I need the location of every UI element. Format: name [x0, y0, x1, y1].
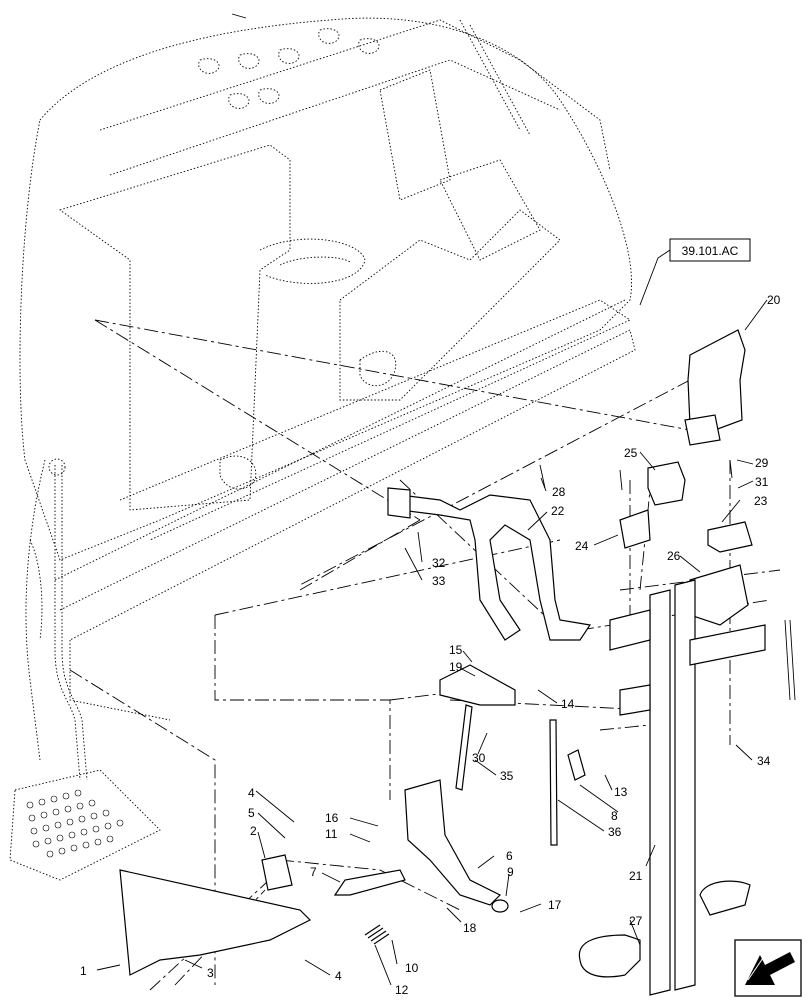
support-19: [439, 664, 516, 706]
callout-17[interactable]: 17: [548, 898, 562, 912]
callout-10[interactable]: 10: [405, 961, 419, 975]
callout-15[interactable]: 15: [449, 643, 463, 657]
callout-28[interactable]: 28: [552, 485, 566, 499]
callout-25[interactable]: 25: [624, 446, 638, 460]
callouts: 1 2 3 4 4 5 6 7 8 9 10 11 12 13 14 15 16…: [80, 293, 781, 997]
spring-12: [364, 924, 390, 945]
callout-21[interactable]: 21: [629, 869, 643, 883]
gas-spring-36: [549, 719, 558, 846]
callout-12[interactable]: 12: [395, 983, 409, 997]
reference-box[interactable]: 39.101.AC: [639, 238, 751, 306]
machine-frame: [9, 17, 636, 881]
callout-2[interactable]: 2: [250, 824, 257, 838]
callout-18[interactable]: 18: [463, 921, 477, 935]
handle-7: [333, 869, 406, 896]
view-direction-arrow-icon: [734, 939, 802, 997]
callout-6[interactable]: 6: [506, 849, 513, 863]
callout-26[interactable]: 26: [667, 549, 681, 563]
callout-8[interactable]: 8: [611, 809, 618, 823]
callout-5[interactable]: 5: [248, 806, 255, 820]
clamp-25: [647, 461, 686, 506]
callout-27[interactable]: 27: [629, 914, 643, 928]
callout-19[interactable]: 19: [449, 660, 463, 674]
bracket-20: [687, 329, 746, 431]
reference-label: 39.101.AC: [682, 244, 739, 258]
ladder-rail-21a: [649, 589, 671, 996]
callout-14[interactable]: 14: [561, 697, 575, 711]
callout-1[interactable]: 1: [80, 964, 87, 978]
callout-4b[interactable]: 4: [335, 969, 342, 983]
leaders: [96, 299, 768, 986]
callout-16[interactable]: 16: [325, 811, 339, 825]
callout-31[interactable]: 31: [755, 475, 769, 489]
callout-9[interactable]: 9: [507, 865, 514, 879]
parts: [119, 13, 796, 996]
callout-32[interactable]: 32: [432, 556, 446, 570]
callout-24[interactable]: 24: [575, 539, 589, 553]
box-26: [689, 564, 749, 626]
callout-35[interactable]: 35: [500, 769, 514, 783]
callout-33[interactable]: 33: [432, 574, 446, 588]
step-rung-27: [578, 934, 641, 978]
callout-3[interactable]: 3: [207, 966, 214, 980]
hinge-bracket-6: [404, 779, 502, 906]
callout-30[interactable]: 30: [472, 751, 486, 765]
callout-13[interactable]: 13: [614, 785, 628, 799]
callout-4a[interactable]: 4: [248, 786, 255, 800]
latch-plate-2: [261, 854, 293, 891]
latch-8: [567, 749, 586, 781]
callout-11[interactable]: 11: [325, 827, 338, 841]
callout-34[interactable]: 34: [757, 754, 771, 768]
callout-20[interactable]: 20: [767, 293, 781, 307]
ladder-rail-21b: [674, 579, 696, 991]
callout-23[interactable]: 23: [754, 494, 768, 508]
step-holes: [26, 789, 124, 858]
grommet-9: [491, 899, 509, 913]
gas-spring-35: [455, 704, 473, 791]
callout-22[interactable]: 22: [551, 504, 565, 518]
handrail-22: [399, 494, 592, 641]
clamp-23: [707, 521, 753, 553]
plate-24: [619, 509, 651, 549]
callout-36[interactable]: 36: [608, 825, 622, 839]
panel-1: [119, 869, 312, 976]
callout-29[interactable]: 29: [755, 456, 769, 470]
callout-7[interactable]: 7: [310, 865, 317, 879]
